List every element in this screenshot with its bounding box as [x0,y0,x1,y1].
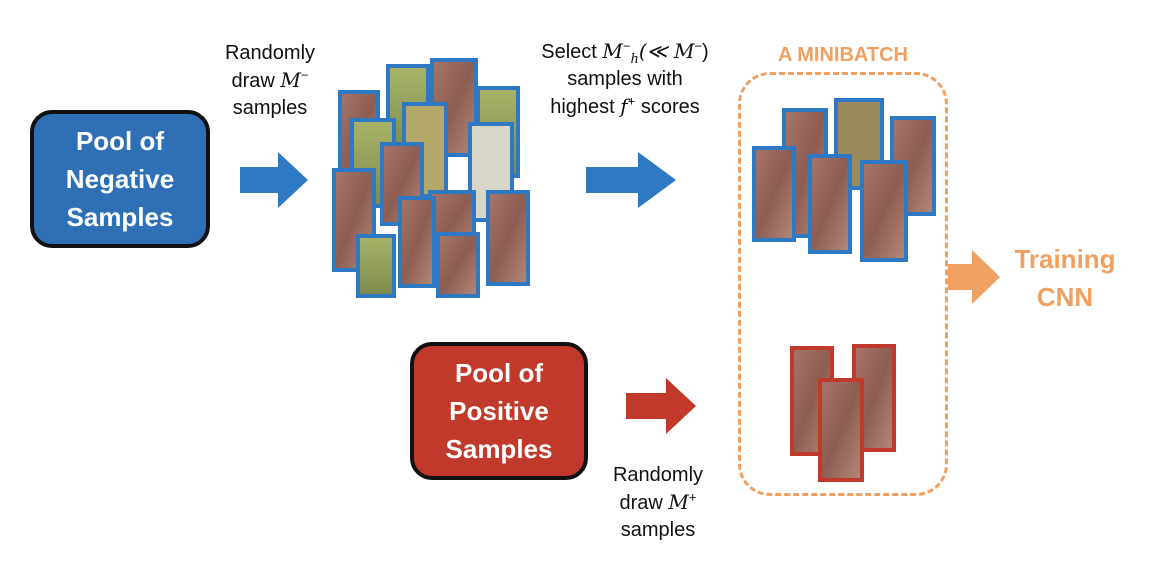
random-negative-samples [332,58,530,298]
positive-pool-line-2: Positive [449,396,549,426]
caption-neg-line-2: draw M− [231,67,309,92]
training-line-1: Training [1014,244,1116,274]
minibatch-positive-patch [818,378,864,482]
caption-select-line-3: highest f+ scores [550,93,700,118]
arrow-to-minibatch-positives [626,378,696,434]
negative-patch [398,196,436,288]
negative-patch [356,234,396,298]
minibatch-negative-patch [860,160,908,262]
negative-patch [486,190,530,286]
minibatch-negative-patch [808,154,852,254]
arrow-to-minibatch-negatives [586,152,676,208]
caption-pos-line-1: Randomly [612,464,704,486]
negative-patch [436,232,480,298]
caption-select-hard-negatives: Select M−h(≪ M−) samples with highest f+… [520,38,730,121]
caption-random-draw-positive: Randomly draw M+ samples [598,462,718,544]
negative-pool-line-1: Pool of [75,126,165,156]
minibatch-box [738,72,948,496]
arrow-to-training [948,250,1000,304]
caption-select-line-1: Select M−h(≪ M−) [541,38,709,67]
caption-neg-line-3: samples [232,97,308,119]
caption-select-line-2: samples with [567,68,683,90]
training-line-2: CNN [1036,282,1094,312]
caption-pos-line-2: draw M+ [619,489,697,514]
positive-samples-pool: Pool of Positive Samples [410,342,588,480]
negative-pool-line-3: Samples [66,202,174,232]
arrow-to-random-negatives [240,152,308,208]
positive-pool-line-3: Samples [445,434,553,464]
minibatch-positive-samples [790,344,896,482]
minibatch-label: A MINIBATCH [778,44,908,66]
negative-pool-line-2: Negative [65,164,175,194]
minibatch-negative-patch [752,146,796,242]
caption-pos-line-3: samples [620,519,696,541]
negative-samples-pool: Pool of Negative Samples [30,110,210,248]
caption-random-draw-negative: Randomly draw M− samples [205,40,335,122]
positive-pool-line-1: Pool of [454,358,544,388]
caption-neg-line-1: Randomly [224,42,316,64]
minibatch-negative-samples [752,98,936,262]
training-cnn-label: Training CNN [1000,240,1130,316]
